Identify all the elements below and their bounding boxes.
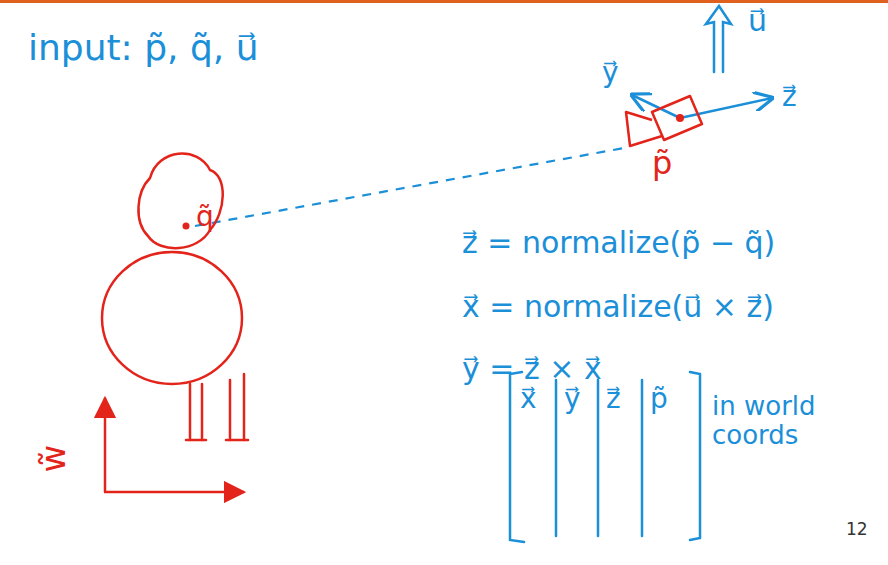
eye-dot <box>183 223 190 230</box>
note: in world coords <box>712 392 862 449</box>
eye-point-label: q̃ <box>196 202 214 233</box>
world-frame-label: w̃ <box>35 445 72 473</box>
up-vector <box>706 6 731 72</box>
slide-number: 12 <box>846 520 868 539</box>
camera-origin-dot <box>676 114 684 122</box>
equation: x⃗ = normalize(u⃗ × z⃗) <box>462 290 774 323</box>
equation: z⃗ = normalize(p̃ − q̃) <box>462 226 775 259</box>
matrix-entry: x⃗ <box>520 384 537 415</box>
world-x-axis <box>104 491 244 494</box>
camera-point-label: p̃ <box>652 146 672 181</box>
equation: y⃗ = z⃗ × x⃗ <box>462 352 602 385</box>
axis-label: y⃗ <box>602 58 619 89</box>
matrix-entry: y⃗ <box>564 384 581 415</box>
camera-symbol <box>626 96 702 146</box>
matrix-brackets <box>510 372 700 542</box>
viewer-figure <box>102 154 248 440</box>
sight-line <box>195 148 624 226</box>
matrix-entry: z⃗ <box>606 384 621 415</box>
input-line: input: p̃, q̃, u⃗ <box>28 28 258 68</box>
matrix-entry: p̃ <box>650 384 668 415</box>
axis-label: z⃗ <box>782 82 797 113</box>
world-y-axis <box>104 398 107 492</box>
top-rule <box>0 0 888 3</box>
camera-y-axis <box>632 95 680 118</box>
up-label: u⃗ <box>748 4 767 37</box>
